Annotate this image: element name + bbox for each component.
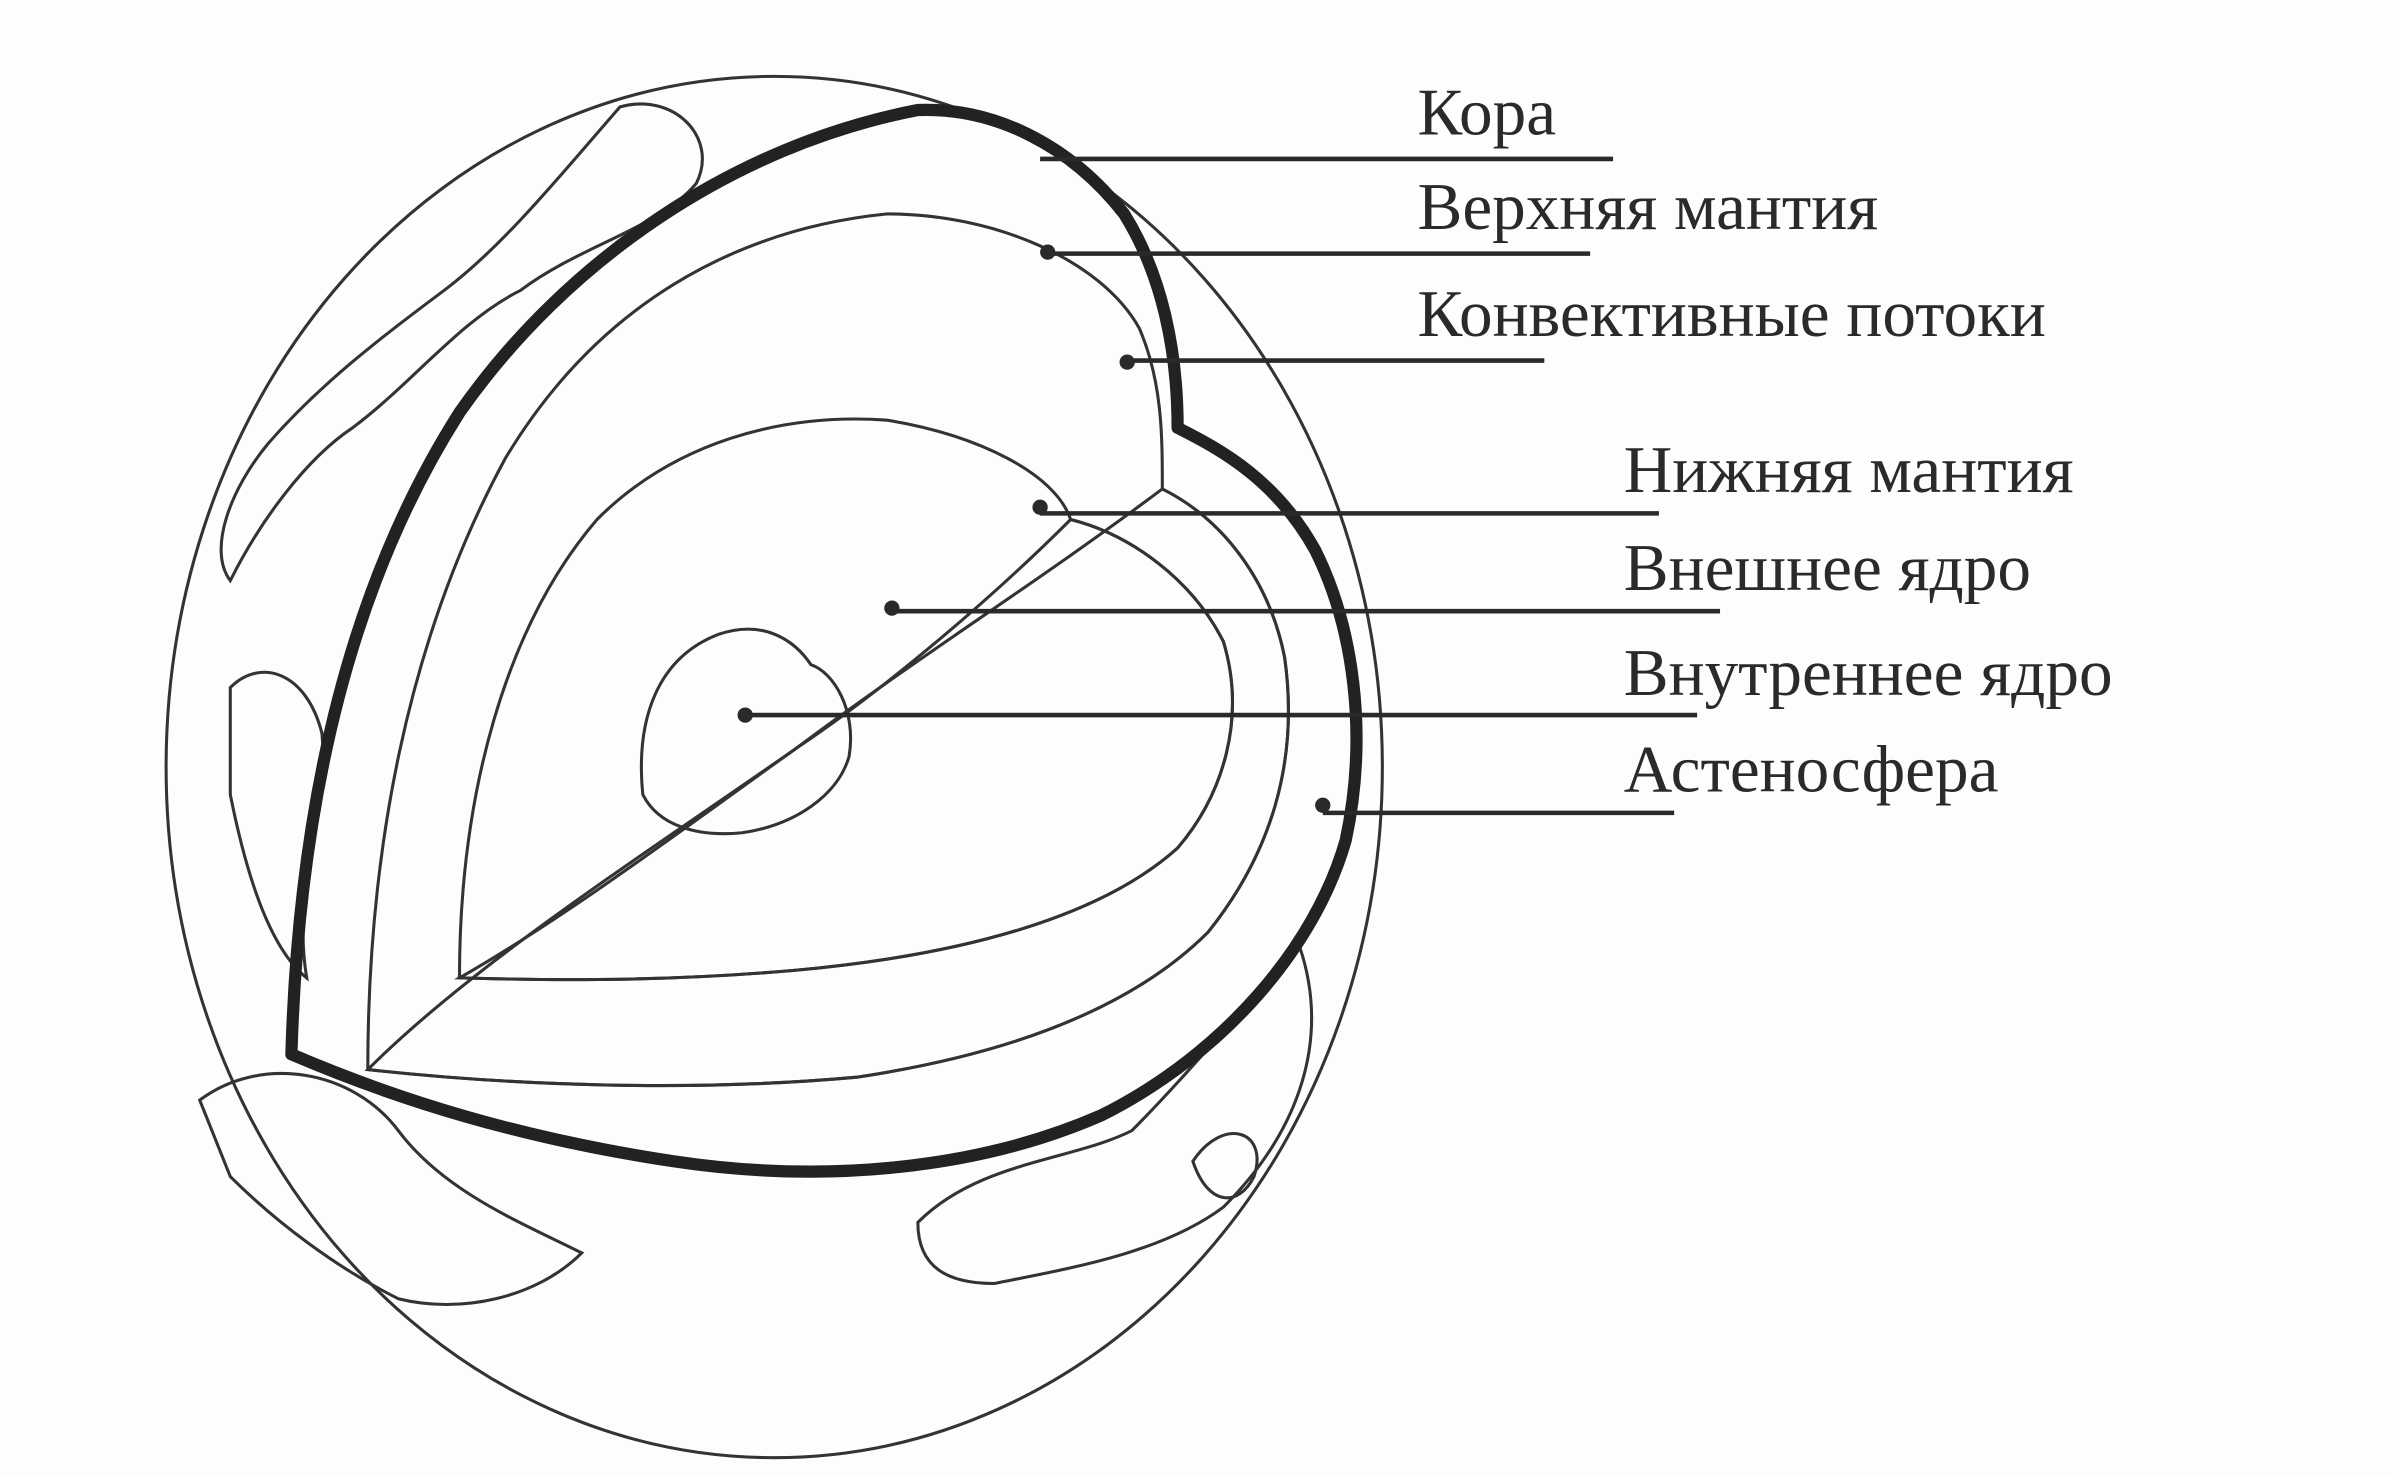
crust-outline [285, 103, 1363, 1178]
label-lower-mantle: Нижняя мантия [1624, 432, 2074, 507]
continents [197, 102, 1314, 1306]
marker-asthenosphere [1315, 797, 1331, 813]
globe [164, 74, 1384, 1460]
labels: Кора Верхняя мантия Конвективные потоки … [1417, 74, 2112, 806]
label-crust: Кора [1417, 74, 1556, 149]
label-inner-core: Внутреннее ядро [1624, 635, 2113, 710]
inner-core [639, 627, 852, 836]
label-outer-core: Внешнее ядро [1624, 530, 2031, 605]
label-upper-mantle: Верхняя мантия [1417, 169, 1878, 244]
outer-core-floor [453, 517, 1234, 982]
label-asthenosphere: Астеносфера [1624, 731, 1999, 806]
leader-lines [737, 156, 1721, 816]
equatorial-floor [364, 487, 1290, 1088]
marker-inner-core [737, 707, 753, 723]
cutaway-section [285, 103, 1363, 1178]
outer-core-layer [457, 417, 1234, 982]
label-convection-currents: Конвективные потоки [1417, 276, 2045, 351]
globe-outline [164, 74, 1384, 1460]
